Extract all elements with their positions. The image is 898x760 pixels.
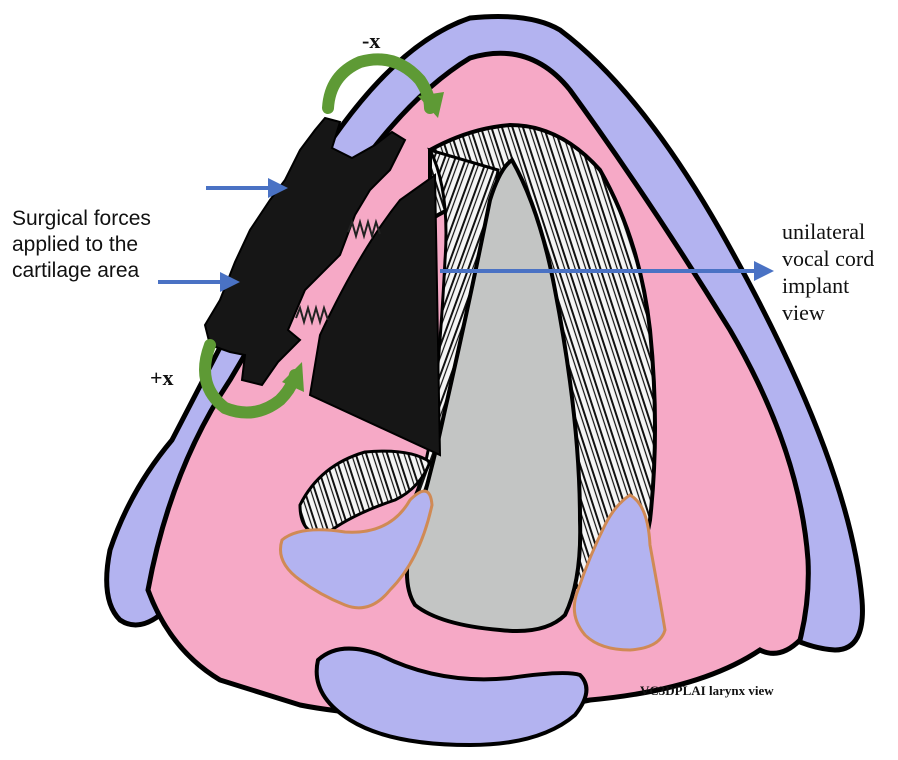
minus-x-label: -x: [362, 28, 380, 54]
implant-view-line-2: vocal cord: [782, 245, 874, 272]
implant-view-line-3: implant: [782, 272, 874, 299]
plus-x-label: +x: [150, 365, 174, 391]
implant-view-line-4: view: [782, 299, 874, 326]
larynx-view-caption: VC3DPLAI larynx view: [640, 683, 774, 699]
implant-view-line-1: unilateral: [782, 218, 874, 245]
surgical-forces-label: Surgical forces applied to the cartilage…: [12, 206, 151, 284]
surgical-forces-line-2: applied to the: [12, 232, 151, 258]
surgical-forces-line-1: Surgical forces: [12, 206, 151, 232]
surgical-forces-line-3: cartilage area: [12, 258, 151, 284]
implant-view-label: unilateral vocal cord implant view: [782, 218, 874, 326]
